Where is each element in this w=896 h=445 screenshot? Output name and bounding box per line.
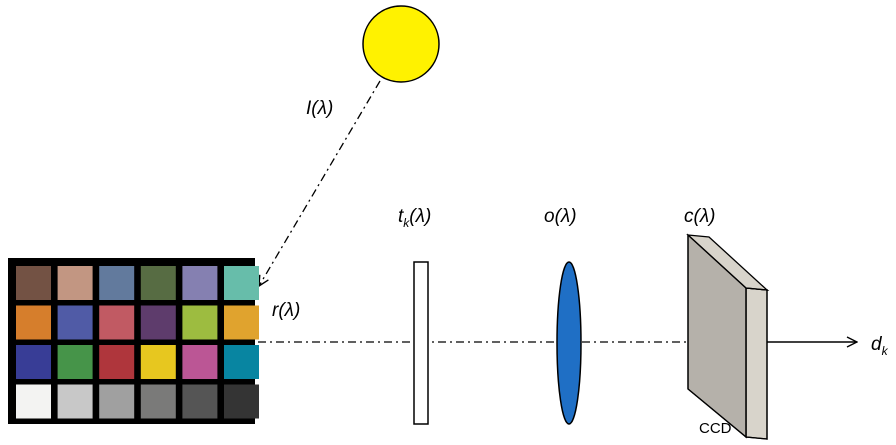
ccd-side-face bbox=[745, 287, 768, 440]
sun-icon bbox=[362, 5, 440, 83]
filter-label: tk(λ) bbox=[398, 206, 431, 230]
color-patch bbox=[99, 345, 135, 379]
color-patch bbox=[57, 345, 93, 379]
ccd-sensor bbox=[686, 233, 770, 440]
reflectance-label: r(λ) bbox=[272, 300, 300, 321]
output-label-main: d bbox=[871, 334, 883, 355]
filter-label-tail: (λ) bbox=[409, 206, 431, 227]
illuminant-label: I(λ) bbox=[306, 98, 333, 119]
filter-label-subscript: k bbox=[403, 216, 410, 230]
color-patch bbox=[224, 345, 259, 379]
color-patch bbox=[99, 384, 135, 419]
color-patch bbox=[140, 384, 176, 419]
color-patch bbox=[16, 384, 51, 419]
color-patch bbox=[99, 266, 135, 300]
color-patch bbox=[57, 266, 93, 300]
color-patch bbox=[57, 305, 93, 340]
color-patch bbox=[140, 305, 176, 340]
color-patch bbox=[182, 345, 218, 379]
color-patch bbox=[16, 266, 51, 300]
color-patch bbox=[140, 266, 176, 300]
filter-element bbox=[413, 261, 429, 425]
filter-label-main: t bbox=[398, 206, 404, 227]
color-patch bbox=[224, 384, 259, 419]
color-patch bbox=[224, 305, 259, 340]
color-patch bbox=[224, 266, 259, 300]
color-patch bbox=[57, 384, 93, 419]
ccd-caption: CCD bbox=[699, 420, 732, 437]
color-patch bbox=[16, 345, 51, 379]
color-patch bbox=[182, 266, 218, 300]
sensor-label: c(λ) bbox=[684, 206, 716, 227]
color-patch bbox=[182, 305, 218, 340]
illumination-ray bbox=[259, 80, 381, 286]
optics-label: o(λ) bbox=[544, 206, 577, 227]
color-checker-patches bbox=[16, 266, 259, 419]
color-patch bbox=[140, 345, 176, 379]
output-label: dk bbox=[871, 334, 889, 358]
color-patch bbox=[16, 305, 51, 340]
color-patch bbox=[182, 384, 218, 419]
color-checker-chart bbox=[8, 258, 259, 424]
lens-element bbox=[556, 261, 582, 425]
output-label-subscript: k bbox=[882, 344, 889, 358]
ccd-outline bbox=[687, 233, 768, 440]
color-patch bbox=[99, 305, 135, 340]
